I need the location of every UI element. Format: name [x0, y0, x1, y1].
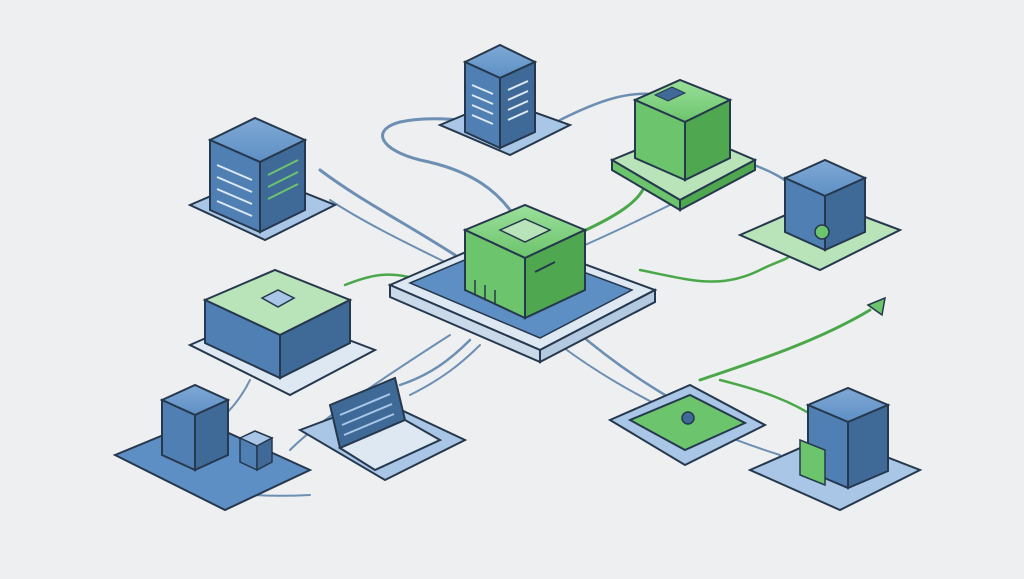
- cable-arrow-icon: [866, 296, 886, 317]
- cable-hub-to-left-rack-2: [329, 199, 446, 263]
- cable-pad-to-arrow: [698, 308, 872, 382]
- cable-hub-to-left-rack: [318, 168, 457, 257]
- cable-hub-to-green-module: [573, 183, 647, 237]
- server-tower-icon: [437, 43, 573, 157]
- storage-appliance-icon: [187, 268, 378, 397]
- datacenter-cylinder-icon: [747, 386, 923, 512]
- green-server-module-icon: [609, 78, 758, 212]
- cable-hub-to-pad: [573, 328, 667, 397]
- cable-hub-to-laptop-2: [409, 344, 481, 396]
- cable-hub-to-laptop: [398, 338, 472, 387]
- server-rack-icon: [187, 116, 338, 242]
- desktop-tower-icon: [112, 383, 313, 512]
- tablet-device-icon: [607, 383, 768, 467]
- security-server-icon: [737, 158, 903, 272]
- network-hub-icon: [387, 203, 658, 364]
- laptop-icon: [297, 376, 468, 482]
